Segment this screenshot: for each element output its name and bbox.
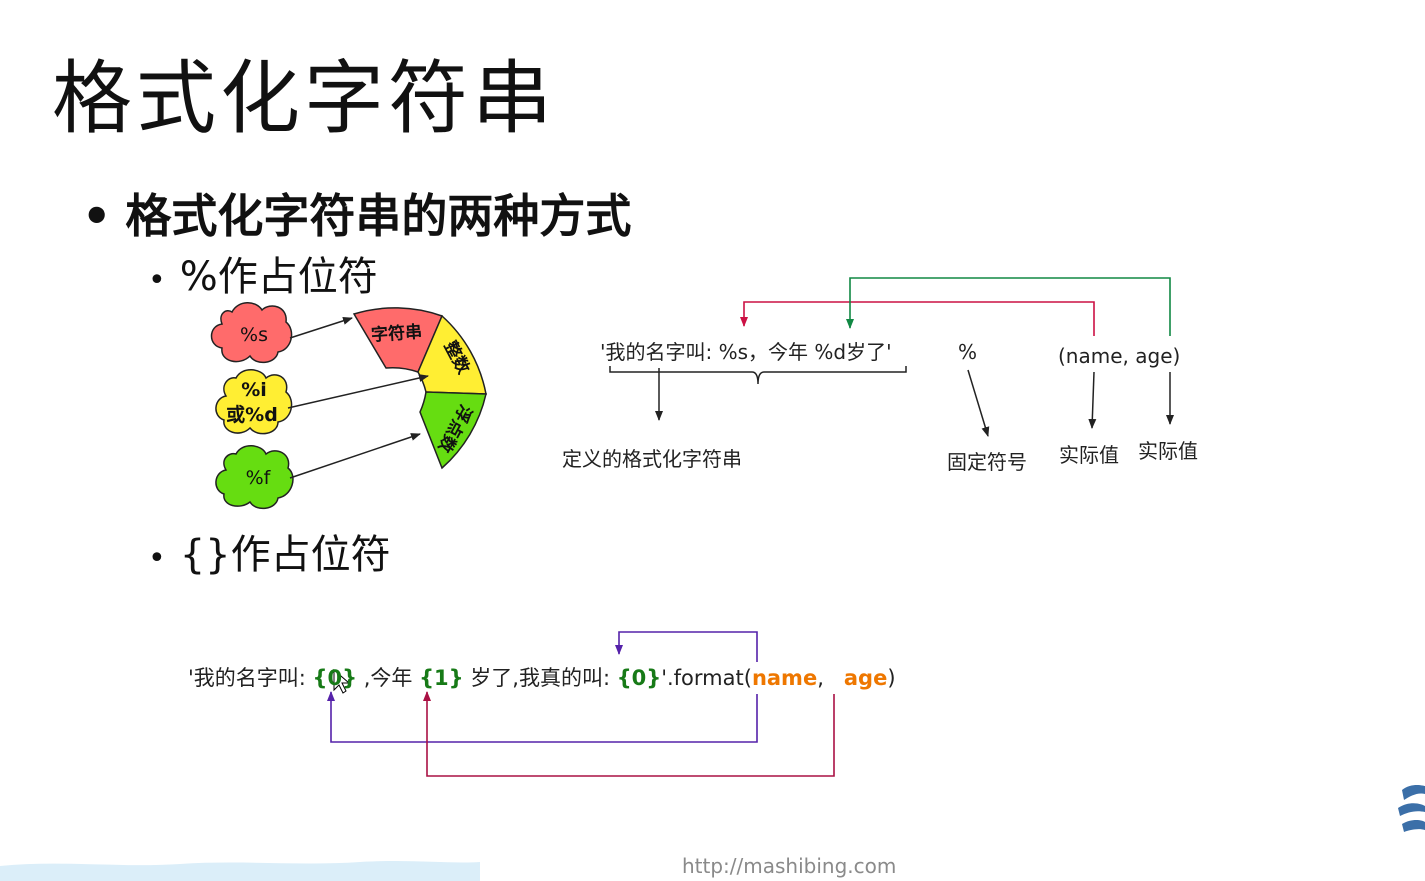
arrow-to-value1 [1088,371,1097,429]
cloud-f: %f [215,445,294,510]
cloud-i-d: %i 或%d [215,369,293,435]
heading-text: 格式化字符串的两种方式 [125,189,632,243]
percent-operator-text: % [958,340,978,364]
bullet: • [148,263,166,298]
cloud-i-label: %i [241,379,267,401]
arrow-f-to-float [289,433,421,479]
sub-bullet-text: %作占位符 [179,254,378,300]
cloud-d-label: 或%d [226,403,278,426]
label-format-string: 定义的格式化字符串 [562,447,742,471]
format-part: ,今年 [357,666,420,690]
brand-mark-icon [1398,803,1425,816]
placeholder-0-again: {0} [616,666,662,690]
brand-mark-icon [1402,785,1425,800]
connector-age-to-ph1 [423,691,835,777]
placeholder-1: {1} [419,666,464,690]
sub-bullet-text: {}作占位符 [179,532,391,578]
sub-bullet-braces: • {}作占位符 [148,522,391,580]
arrow-d-to-int [287,374,429,409]
arrow-s-to-string [289,316,353,339]
connector-name-to-ph0 [327,691,758,743]
arg-name: name [751,666,818,690]
format-string-brace [609,366,907,385]
bottom-wave-decoration [0,861,480,881]
format-part: '我的名字叫: [188,666,313,690]
cloud-s: %s [210,302,293,364]
args-tuple-text: (name, age) [1058,344,1181,368]
arc-label-string: 字符串 [370,321,422,346]
format-example-line: '我的名字叫: {0} ,今年 {1} 岁了,我真的叫: {0}'.format… [188,662,896,692]
brand-mark-icon [1402,820,1425,832]
cloud-f-label: %f [246,467,272,489]
format-string-text: '我的名字叫: %s，今年 %d岁了' [600,340,892,364]
connector-name-to-ph0b [615,631,758,662]
placeholder-0: {0} [312,666,358,690]
mouse-cursor-icon [333,668,351,694]
bullet: • [148,541,166,576]
format-call: '.format( [661,666,752,690]
slide-title: 格式化字符串 [52,52,556,145]
format-sep: , [817,666,844,690]
sub-bullet-percent: • %作占位符 [148,244,378,302]
footer-url: http://mashibing.com [682,854,897,878]
format-part: 岁了,我真的叫: [463,666,617,690]
arg-age: age [843,666,888,690]
label-fixed-symbol: 固定符号 [947,450,1027,474]
connector-age-to-d [846,277,1171,336]
arrow-to-operator-label [967,369,990,437]
label-actual-value-1: 实际值 [1059,443,1119,467]
bullet: • [82,189,112,243]
connector-name-to-s [740,301,1095,336]
main-heading: •格式化字符串的两种方式 [82,180,631,246]
label-actual-value-2: 实际值 [1138,439,1198,463]
cloud-s-label: %s [240,324,268,346]
format-close: ) [887,666,896,690]
